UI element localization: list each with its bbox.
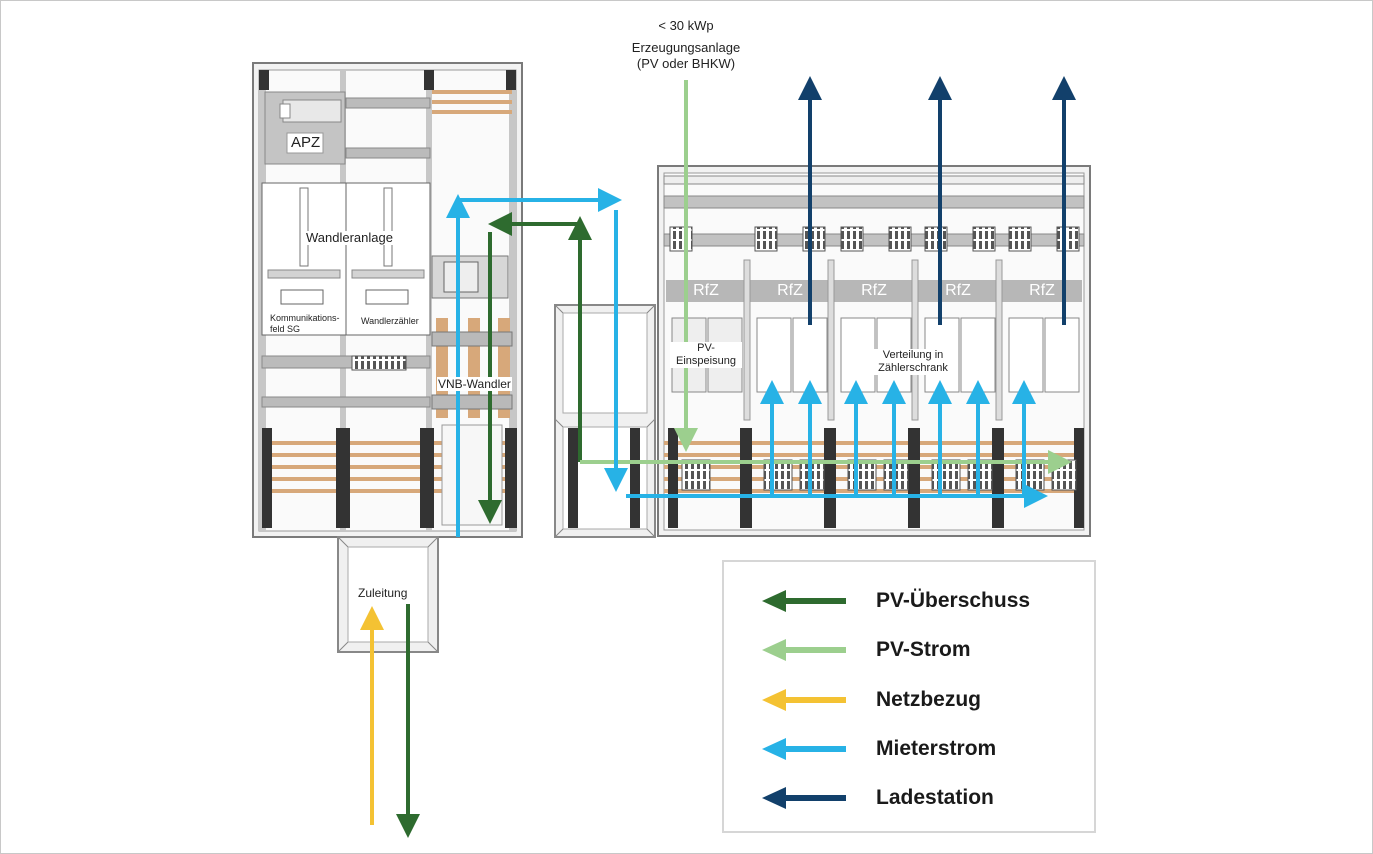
right-cabinet bbox=[657, 165, 1091, 537]
verteilung-line2: Zählerschrank bbox=[878, 362, 948, 374]
apz-label: APZ bbox=[291, 134, 321, 151]
legend-label: Netzbezug bbox=[876, 688, 981, 711]
rfz-label-4: RfZ bbox=[945, 282, 971, 299]
verteilung-line1: Verteilung in bbox=[882, 349, 944, 361]
legend-item-ladestation: Ladestation bbox=[724, 783, 1094, 813]
pv-einspeisung-label: PV- Einspeisung bbox=[670, 342, 742, 368]
generation-note-line2: Erzeugungsanlage bbox=[631, 40, 741, 55]
vnb-wandler-label: VNB-Wandler bbox=[437, 377, 512, 391]
wandleranlage-label: Wandleranlage bbox=[306, 230, 393, 245]
rfz-label-5: RfZ bbox=[1029, 282, 1055, 299]
rfz-label-3: RfZ bbox=[861, 282, 887, 299]
legend-label: Ladestation bbox=[876, 786, 994, 809]
rfz-label-1: RfZ bbox=[693, 282, 719, 299]
legend-label: PV-Strom bbox=[876, 638, 971, 661]
legend-label: PV-Überschuss bbox=[876, 589, 1031, 612]
legend-item-mieterstrom: Mieterstrom bbox=[724, 734, 1094, 764]
legend-label: Mieterstrom bbox=[876, 737, 997, 760]
kommunikationsfeld-line2: feld SG bbox=[270, 324, 301, 334]
verteilung-label: Verteilung in Zählerschrank bbox=[870, 349, 956, 375]
rfz-label-2: RfZ bbox=[777, 282, 803, 299]
connection-box bbox=[554, 304, 656, 538]
legend-arrow-netzbezug bbox=[762, 689, 846, 711]
pv-einspeisung-line2: Einspeisung bbox=[676, 355, 736, 367]
kommunikationsfeld-line1: Kommunikations- bbox=[270, 313, 340, 323]
legend-arrow-ladestation bbox=[762, 787, 846, 809]
kommunikationsfeld-label: Kommunikations- feld SG bbox=[270, 313, 340, 335]
wandlerzaehler-label: Wandlerzähler bbox=[361, 316, 419, 326]
pv-einspeisung-line1: PV- bbox=[697, 342, 715, 354]
generation-note-line3: (PV oder BHKW) bbox=[636, 56, 736, 71]
zuleitung-label: Zuleitung bbox=[358, 586, 408, 600]
legend-item-netzbezug: Netzbezug bbox=[724, 685, 1094, 715]
legend-arrow-pv-ueberschuss bbox=[762, 590, 846, 612]
legend-item-pv-ueberschuss: PV-Überschuss bbox=[724, 586, 1094, 616]
legend-arrow-pv-strom bbox=[762, 639, 846, 661]
legend-arrow-mieterstrom bbox=[762, 738, 846, 760]
flow-arrows bbox=[360, 76, 1076, 838]
left-cabinet bbox=[252, 62, 523, 538]
generation-note: < 30 kWp Erzeugungsanlage (PV oder BHKW) bbox=[616, 18, 756, 72]
legend: PV-Überschuss PV-Strom Netzbezug Mieters… bbox=[722, 560, 1096, 833]
generation-note-line1: < 30 kWp bbox=[658, 18, 714, 33]
legend-item-pv-strom: PV-Strom bbox=[724, 635, 1094, 665]
